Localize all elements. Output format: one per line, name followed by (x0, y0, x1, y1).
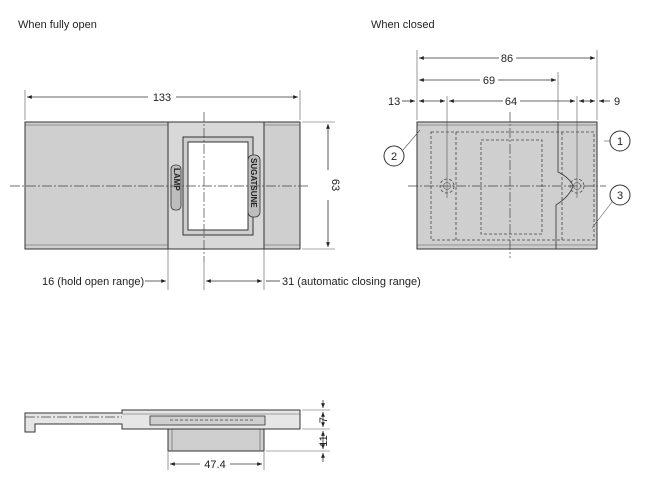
brand-text: SUGATSUNE (249, 158, 258, 208)
dim-side-bottom: 11 (318, 435, 330, 446)
callout-1 (609, 130, 631, 152)
callout-3 (609, 184, 631, 206)
dim-closed-total: 86 (501, 53, 513, 65)
dim-closed-right-offset: 9 (614, 96, 620, 108)
side-slider-body (167, 428, 265, 452)
callout-1-label: 1 (617, 136, 623, 148)
callout-2 (383, 145, 405, 167)
dim-open-height: 63 (329, 179, 341, 191)
dim-open-width: 133 (153, 92, 171, 104)
dim-closed-pitch: 64 (505, 96, 517, 108)
lamp-logo-plate (170, 164, 182, 211)
dim-hold-open-range: 16 (hold open range) (42, 276, 144, 288)
dim-side-top: 7 (318, 417, 330, 423)
open-view: LAMP SUGATSUNE 133 63 16 (hold open rang… (10, 90, 421, 290)
closed-view: 86 69 13 64 9 1 2 3 (383, 50, 631, 258)
dim-closed-inner: 69 (483, 75, 495, 87)
lamp-logo: LAMP (172, 168, 181, 191)
dim-side-width: 47.4 (204, 459, 225, 471)
dim-auto-closing-range: 31 (automatic closing range) (282, 276, 421, 288)
open-view-title: When fully open (18, 19, 97, 31)
callout-3-label: 3 (617, 190, 623, 202)
dim-closed-left-offset: 13 (388, 96, 400, 108)
closed-view-title: When closed (371, 19, 435, 31)
callout-2-label: 2 (391, 151, 397, 163)
side-view: 7 11 47.4 (24, 400, 330, 471)
